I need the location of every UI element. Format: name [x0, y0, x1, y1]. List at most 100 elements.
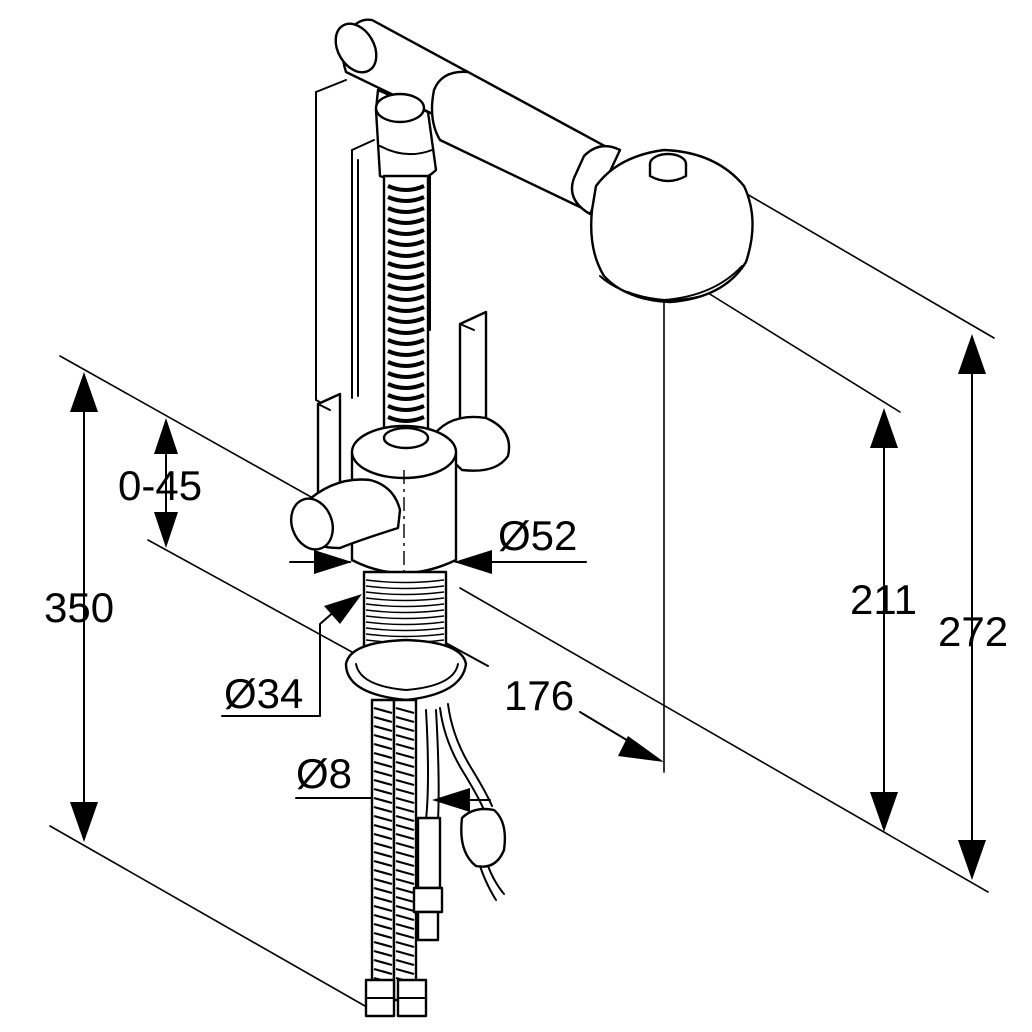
hatch-stroke — [373, 895, 393, 904]
hatch-stroke — [373, 904, 393, 913]
hatch-stroke — [365, 615, 445, 620]
supply-hoses — [364, 698, 428, 1018]
hatch-stroke — [387, 206, 425, 214]
hatch-stroke — [373, 949, 393, 958]
hatch-stroke — [373, 760, 393, 769]
hatch-stroke — [373, 742, 393, 751]
hatch-stroke — [373, 832, 393, 841]
hatch-stroke — [387, 217, 425, 225]
dimension-176-label: 176 — [504, 672, 574, 719]
dimension-diameter-8-label: Ø8 — [296, 750, 352, 797]
hatch-stroke — [387, 261, 425, 269]
hatch-stroke — [373, 796, 393, 805]
hatch-stroke — [365, 591, 445, 596]
hatch-stroke — [395, 733, 415, 742]
pullout-hose-fittings — [412, 703, 507, 942]
base-ring — [344, 638, 468, 702]
hatch-stroke — [373, 706, 393, 715]
dimension-350-label: 350 — [44, 584, 114, 631]
hatch-stroke — [387, 360, 425, 368]
dimension-0-45 — [154, 418, 178, 548]
hatch-stroke — [373, 850, 393, 859]
extension-lines — [49, 189, 995, 1011]
hatch-stroke — [395, 805, 415, 814]
hatch-stroke — [395, 922, 415, 931]
hatch-stroke — [373, 877, 393, 886]
hatch-stroke — [395, 715, 415, 724]
hatch-stroke — [373, 922, 393, 931]
hatch-stroke — [387, 250, 425, 258]
hatch-stroke — [387, 371, 425, 379]
hatch-stroke — [395, 742, 415, 751]
dimension-211 — [870, 408, 898, 832]
hatch-stroke — [373, 859, 393, 868]
hatch-stroke — [365, 627, 445, 632]
spout-arm — [334, 18, 622, 216]
hatch-stroke — [373, 913, 393, 922]
hatch-stroke — [395, 814, 415, 823]
hatch-stroke — [395, 769, 415, 778]
hatch-stroke — [395, 949, 415, 958]
hatch-stroke — [395, 868, 415, 877]
dimension-176 — [579, 711, 664, 762]
hatch-stroke — [395, 904, 415, 913]
hatch-stroke — [365, 597, 445, 602]
hatch-stroke — [395, 877, 415, 886]
dimension-272 — [958, 334, 986, 880]
hatch-stroke — [365, 603, 445, 608]
hose-guide — [374, 88, 438, 183]
hatch-stroke — [387, 294, 425, 302]
hatch-stroke — [395, 778, 415, 787]
hatch-stroke — [387, 305, 425, 313]
hatch-stroke — [373, 958, 393, 967]
hatch-stroke — [387, 393, 425, 401]
hatch-stroke — [395, 958, 415, 967]
dimension-272-label: 272 — [938, 608, 1008, 655]
hatch-stroke — [395, 787, 415, 796]
hatch-stroke — [395, 796, 415, 805]
hatch-stroke — [395, 760, 415, 769]
dimension-0-45-label: 0-45 — [118, 462, 202, 509]
hatch-stroke — [373, 823, 393, 832]
hatch-stroke — [365, 621, 445, 626]
hatch-stroke — [373, 868, 393, 877]
hatch-stroke — [365, 633, 445, 638]
right-lever — [458, 310, 488, 432]
hatch-stroke — [395, 913, 415, 922]
hatch-stroke — [373, 940, 393, 949]
hatch-stroke — [373, 724, 393, 733]
hatch-stroke — [387, 239, 425, 247]
hatch-stroke — [387, 228, 425, 236]
hatch-stroke — [365, 585, 445, 590]
hatch-stroke — [373, 931, 393, 940]
hatch-stroke — [373, 715, 393, 724]
hatch-stroke — [373, 886, 393, 895]
hatch-stroke — [395, 859, 415, 868]
hatch-stroke — [387, 184, 425, 192]
hatch-stroke — [395, 832, 415, 841]
hatch-stroke — [373, 778, 393, 787]
left-spout-knob — [290, 478, 402, 551]
hatch-stroke — [387, 338, 425, 346]
hatch-stroke — [395, 886, 415, 895]
braided-hose — [382, 174, 430, 434]
hatch-stroke — [387, 327, 425, 335]
hatch-stroke — [387, 415, 425, 423]
hatch-stroke — [387, 283, 425, 291]
hatch-stroke — [365, 609, 445, 614]
dimension-diameter-34-label: Ø34 — [224, 670, 303, 717]
hatch-stroke — [395, 841, 415, 850]
hatch-stroke — [387, 316, 425, 324]
hatch-stroke — [395, 823, 415, 832]
hatch-stroke — [387, 382, 425, 390]
hatch-stroke — [395, 940, 415, 949]
hatch-stroke — [395, 931, 415, 940]
hatch-stroke — [373, 967, 393, 976]
hatch-stroke — [387, 195, 425, 203]
dimension-diameter-52-label: Ø52 — [498, 512, 577, 559]
hatch-stroke — [373, 751, 393, 760]
hatch-stroke — [373, 733, 393, 742]
hatch-stroke — [395, 706, 415, 715]
hatch-stroke — [373, 841, 393, 850]
